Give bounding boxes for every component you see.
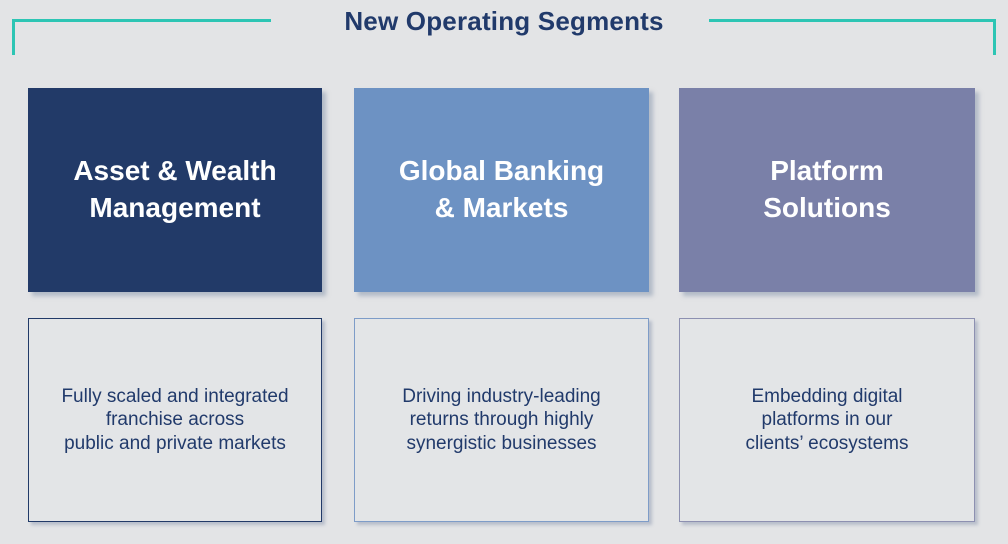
title-bracket-left <box>12 19 271 55</box>
segment-header-2: Platform Solutions <box>679 88 975 292</box>
segment-title: Global Banking & Markets <box>398 155 605 223</box>
segment-description-0: Fully scaled and integrated franchise ac… <box>28 318 322 522</box>
segment-description-2: Embedding digital platforms in our clien… <box>679 318 975 522</box>
title-bracket-right <box>709 19 996 55</box>
segment-description-text: Driving industry-leading returns through… <box>402 386 601 454</box>
segment-title: Platform Solutions <box>763 155 891 223</box>
segment-description-1: Driving industry-leading returns through… <box>354 318 649 522</box>
segment-header-0: Asset & Wealth Management <box>28 88 322 292</box>
segment-description-text: Fully scaled and integrated franchise ac… <box>61 386 289 454</box>
page-title: New Operating Segments <box>344 6 664 36</box>
segment-description-text: Embedding digital platforms in our clien… <box>745 386 909 454</box>
segment-header-1: Global Banking & Markets <box>354 88 649 292</box>
segment-title: Asset & Wealth Management <box>73 155 277 223</box>
